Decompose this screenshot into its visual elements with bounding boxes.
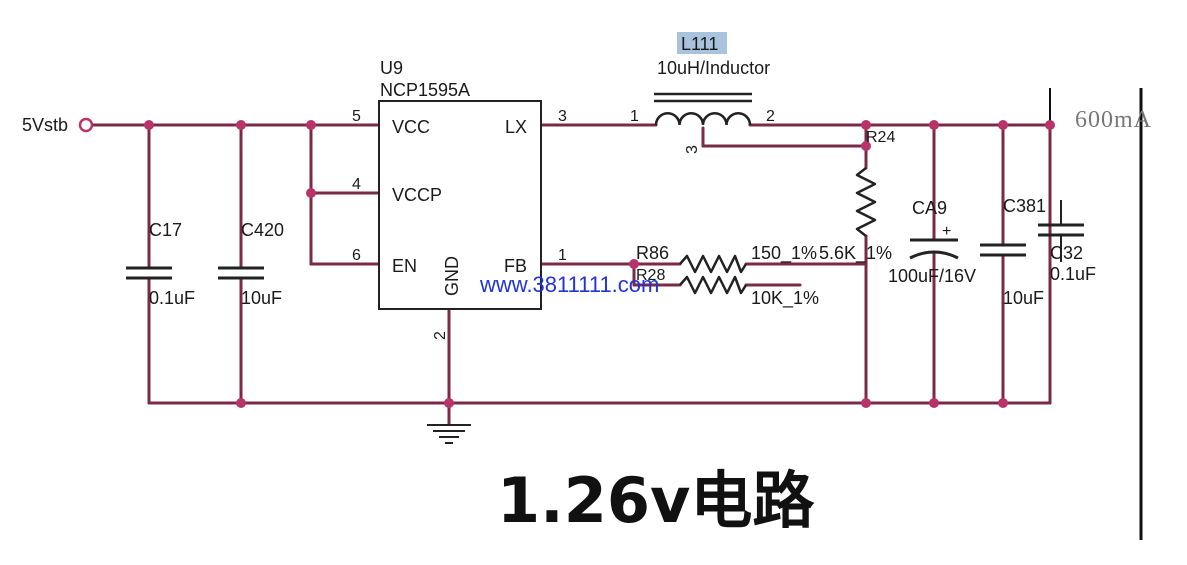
ca9-polarity: +	[942, 223, 951, 240]
r24-value-label: 5.6K_1%	[819, 243, 892, 264]
junction-dot	[306, 120, 316, 130]
pin-gnd-label: GND	[442, 256, 462, 296]
inductor-ref-label: L111	[681, 34, 718, 54]
ca9-ref-label: CA9	[912, 198, 947, 218]
inductor-symbol	[654, 92, 752, 126]
r86-value-label: 150_1%	[751, 243, 817, 264]
c420-symbol	[218, 266, 264, 280]
c420-ref-label: C420	[241, 220, 284, 240]
c381-value-label: 10uF	[1003, 288, 1044, 308]
c381-ref-label: C381	[1003, 196, 1046, 216]
pin-lx-label: LX	[505, 117, 527, 137]
watermark-text: www.3811111.com	[479, 272, 659, 297]
pin-number-lx: 3	[558, 108, 567, 125]
ic-ref-label: U9	[380, 58, 403, 78]
output-current-label: 600mA	[1075, 107, 1152, 133]
ground-icon	[427, 424, 471, 444]
junction-dot	[998, 398, 1008, 408]
pin-vcc-label: VCC	[392, 117, 430, 137]
junction-dot	[861, 141, 871, 151]
junction-dot	[861, 398, 871, 408]
junction-dot	[306, 188, 316, 198]
c17-ref-label: C17	[149, 220, 182, 240]
pin-number-fb: 1	[558, 247, 567, 264]
inductor-pin1: 1	[630, 108, 639, 125]
input-net-label: 5Vstb	[22, 115, 68, 135]
junction-dot	[236, 120, 246, 130]
wires	[90, 123, 1052, 426]
r86-symbol	[679, 254, 748, 274]
inductor-ref-highlight	[677, 32, 727, 54]
pin-number-gnd: 2	[432, 331, 449, 340]
pin-number-en: 6	[352, 247, 361, 264]
c32-value-label: 0.1uF	[1050, 264, 1096, 284]
junction-dot	[861, 120, 871, 130]
c17-value-label: 0.1uF	[149, 288, 195, 308]
junction-dot	[929, 398, 939, 408]
c420-value-label: 10uF	[241, 288, 282, 308]
r24-ref-label: R24	[866, 129, 895, 146]
c32-ref-label: C32	[1050, 243, 1083, 263]
pin-vccp-label: VCCP	[392, 185, 442, 205]
page-title: 1.26v电路	[497, 464, 815, 537]
junction-dot	[629, 259, 639, 269]
inductor-pin3: 3	[684, 145, 701, 154]
junction-dot	[929, 120, 939, 130]
pin-en-label: EN	[392, 256, 417, 276]
junction-dot	[1045, 120, 1055, 130]
ic-u9-body	[378, 100, 542, 310]
c381-symbol	[980, 243, 1026, 257]
junctions	[144, 120, 1055, 408]
junction-dot	[998, 120, 1008, 130]
junction-dot	[236, 398, 246, 408]
r24-symbol	[855, 167, 877, 237]
input-terminal	[78, 117, 94, 133]
r28-symbol	[679, 275, 748, 295]
pin-number-vccp: 4	[352, 176, 361, 193]
inductor-pin2: 2	[766, 108, 775, 125]
r28-value-label: 10K_1%	[751, 288, 819, 309]
pin-number-vcc: 5	[352, 108, 361, 125]
ic-part-label: NCP1595A	[380, 80, 470, 100]
c17-symbol	[126, 266, 172, 280]
r86-ref-label: R86	[636, 243, 669, 263]
c32-symbol	[1038, 223, 1084, 237]
r28-ref-label: R28	[636, 267, 665, 284]
pin-fb-label: FB	[504, 256, 527, 276]
ca9-symbol	[909, 238, 959, 260]
ca9-value-label: 100uF/16V	[888, 266, 976, 286]
junction-dot	[444, 398, 454, 408]
inductor-value-label: 10uH/Inductor	[657, 58, 770, 78]
junction-dot	[144, 120, 154, 130]
